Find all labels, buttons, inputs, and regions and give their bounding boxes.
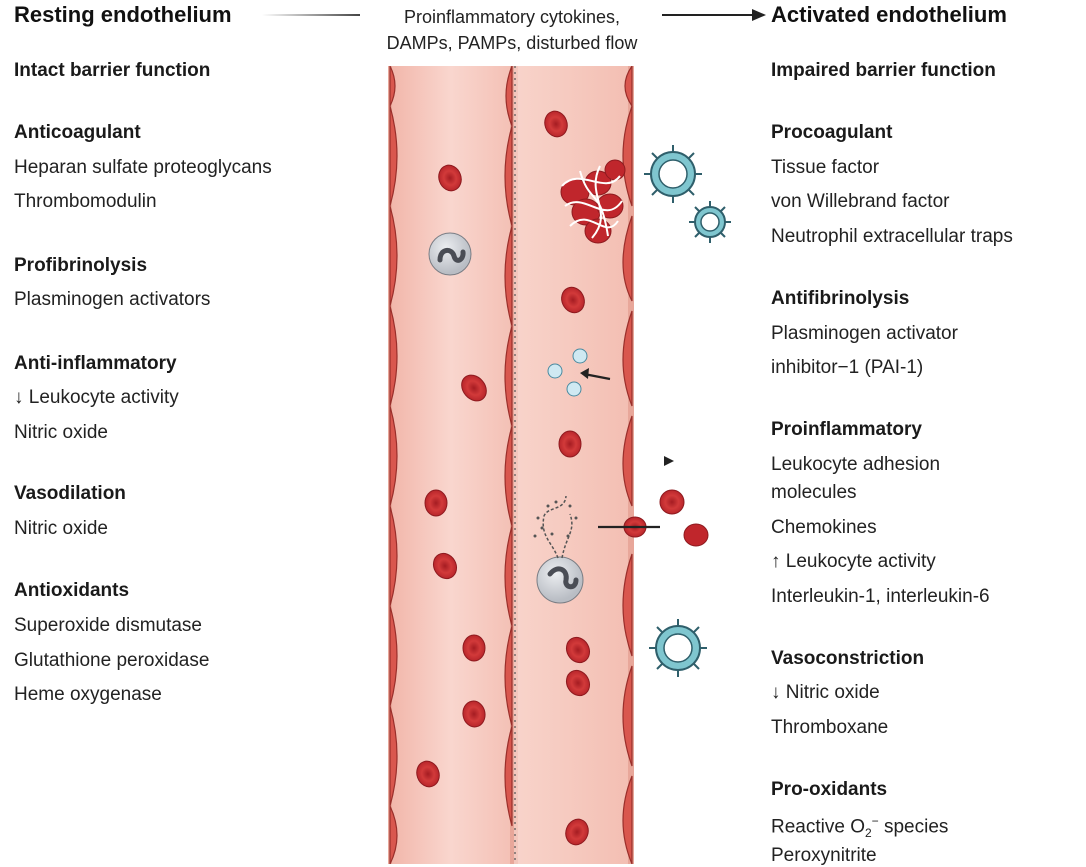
proinflammatory-heading: Proinflammatory [771,419,922,440]
title-left: Resting endothelium [14,2,232,27]
extravasated-rbc [683,523,709,547]
pro-oxidants-heading: Pro-oxidants [771,779,888,800]
virus-icon [649,619,707,677]
procoagulant-item-2: von Willebrand factor [771,191,950,212]
antifibrinolysis-item-2: inhibitor−1 (PAI-1) [771,357,924,378]
antifibrinolysis-item-1: Plasminogen activator [771,323,958,344]
proinflammatory-item-2: Chemokines [771,517,877,538]
anti-inflammatory-item-1-text: Leukocyte activity [28,387,179,408]
ros-text-a: Reactive O [771,816,865,838]
antioxidants-item-3: Heme oxygenase [14,684,162,705]
title-right: Activated endothelium [771,2,1007,27]
trigger-label: Proinflammatory cytokines, DAMPs, PAMPs,… [340,4,684,56]
arrow-right-head [752,9,766,21]
antioxidants-item-1: Superoxide dismutase [14,615,202,636]
vasoconstriction-item-2: Thromboxane [771,717,889,738]
virus-icon [689,201,731,243]
arrow-left-line [262,14,360,16]
extravascular-illustration [644,145,731,677]
anti-inflammatory-item-1: ↓ Leukocyte activity [14,387,179,409]
leukocyte-resting [428,232,472,276]
anti-inflammatory-heading: Anti-inflammatory [14,353,177,374]
anti-inflammatory-item-2: Nitric oxide [14,422,108,443]
up-arrow-icon: ↑ [771,551,781,572]
activated-endothelium [622,66,633,864]
virus-icon [644,145,702,203]
vasodilation-item-1: Nitric oxide [14,518,108,539]
pro-oxidants-item-1: Reactive O2− species [771,814,948,840]
profibrinolysis-item-1: Plasminogen activators [14,289,211,310]
vasoconstriction-heading: Vasoconstriction [771,648,925,669]
vasodilation-heading: Vasodilation [14,483,126,504]
ros-text-b: species [878,816,949,838]
anticoagulant-item-2: Thrombomodulin [14,191,157,212]
barrier-heading-left: Intact barrier function [14,60,211,81]
vasoconstriction-item-1-text: Nitric oxide [785,682,880,703]
pro-oxidants-item-2: Peroxynitrite [771,845,877,866]
proinflammatory-item-3-text: Leukocyte activity [785,551,936,572]
barrier-heading-right: Impaired barrier function [771,60,996,81]
blood-vessel-illustration [388,66,660,864]
proinflammatory-item-1-cont: molecules [771,482,857,503]
leukocyte-activated [533,495,584,604]
proinflammatory-item-4: Interleukin-1, interleukin-6 [771,586,990,607]
proinflammatory-item-1: Leukocyte adhesion [771,454,941,475]
anticoagulant-item-1: Heparan sulfate proteoglycans [14,157,272,178]
profibrinolysis-heading: Profibrinolysis [14,255,148,276]
antifibrinolysis-heading: Antifibrinolysis [771,288,910,309]
antioxidants-item-2: Glutathione peroxidase [14,650,210,671]
antioxidants-heading: Antioxidants [14,580,130,601]
extravasated-rbc [659,489,685,515]
trigger-line-2: DAMPs, PAMPs, disturbed flow [386,33,638,53]
resting-endothelium-left [389,66,398,864]
arrow-head-icon [664,456,674,466]
trigger-line-1: Proinflammatory cytokines, [403,7,621,27]
down-arrow-icon: ↓ [14,387,24,408]
ros-subscript: 2 [864,826,872,841]
anticoagulant-heading: Anticoagulant [14,122,141,143]
secretion-arrow-head [580,368,589,379]
vessel-wall-mid-right [514,66,518,864]
proinflammatory-item-3: ↑ Leukocyte activity [771,551,936,573]
resting-endothelium-right [504,66,513,827]
fibrin-clot [560,159,626,244]
red-blood-cells [416,110,591,846]
pai1-molecules [547,348,588,397]
procoagulant-item-3: Neutrophil extracellular traps [771,226,1013,247]
vasoconstriction-item-1: ↓ Nitric oxide [771,682,880,704]
resting-lumen [392,66,510,864]
arrow-right-line [662,14,756,16]
procoagulant-heading: Procoagulant [771,122,893,143]
down-arrow-icon: ↓ [771,682,781,703]
ros-superscript: − [871,814,879,828]
procoagulant-item-1: Tissue factor [771,157,880,178]
